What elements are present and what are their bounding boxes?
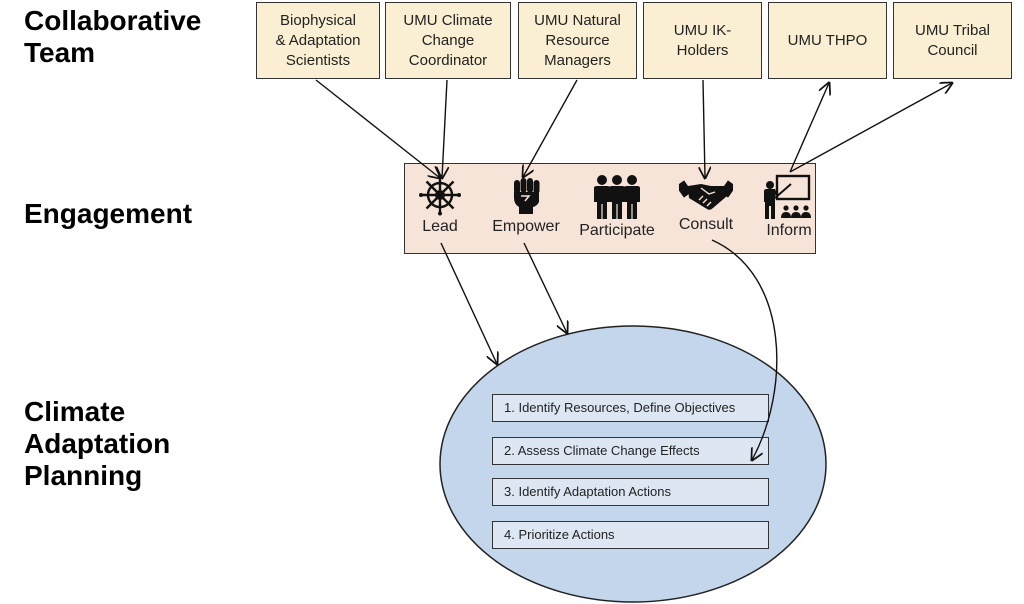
engagement-mode-lead: Lead (415, 174, 465, 236)
engagement-mode-label: Lead (422, 218, 458, 235)
engagement-mode-label: Consult (678, 216, 734, 233)
row-label-climate-adaptation-planning: Climate Adaptation Planning (24, 396, 171, 491)
arrow-lead-to-planning (440, 242, 497, 364)
engagement-mode-participate: Participate (575, 174, 659, 240)
arrow-inform-to-tribal-council (789, 83, 952, 173)
arrow-inform-to-thpo (789, 83, 829, 173)
planning-step-4: 4. Prioritize Actions (492, 521, 769, 549)
handshake-icon (679, 180, 733, 210)
arrow-ik-holders-to-consult (703, 79, 705, 178)
arrow-scientists-to-lead (315, 79, 440, 178)
group-of-people-icon (594, 175, 640, 219)
engagement-mode-empower: Empower (487, 174, 565, 236)
planning-step-3: 3. Identify Adaptation Actions (492, 478, 769, 506)
ship-wheel-icon (419, 174, 461, 216)
engagement-mode-inform: Inform (759, 174, 819, 240)
raised-fist-icon (514, 178, 540, 214)
team-box-umu-tribal-council: UMU Tribal Council (893, 2, 1012, 79)
engagement-mode-label: Participate (579, 222, 655, 239)
arrow-empower-to-planning (523, 242, 567, 333)
arrow-managers-to-empower (523, 79, 578, 177)
arrow-coordinator-to-lead (442, 79, 447, 178)
arrow-consult-to-assess-effects (711, 239, 778, 460)
presenter-board-icon (764, 174, 811, 219)
row-label-engagement: Engagement (24, 198, 193, 229)
team-box-umu-climate-change-coordinator: UMU Climate Change Coordinator (385, 2, 511, 79)
engagement-mode-label: Inform (766, 222, 812, 239)
team-box-umu-ik-holders: UMU IK- Holders (643, 2, 762, 79)
team-box-umu-thpo: UMU THPO (768, 2, 887, 79)
planning-step-1: 1. Identify Resources, Define Objectives (492, 394, 769, 422)
row-label-collaborative-team: Collaborative Team (24, 5, 202, 68)
planning-step-2: 2. Assess Climate Change Effects (492, 437, 769, 465)
team-box-umu-natural-resource-managers: UMU Natural Resource Managers (518, 2, 637, 79)
engagement-box: Lead Empower Participate (404, 163, 816, 254)
engagement-mode-label: Empower (492, 218, 560, 235)
team-box-biophysical-adaptation-scientists: Biophysical & Adaptation Scientists (256, 2, 380, 79)
engagement-mode-consult: Consult (671, 174, 741, 234)
